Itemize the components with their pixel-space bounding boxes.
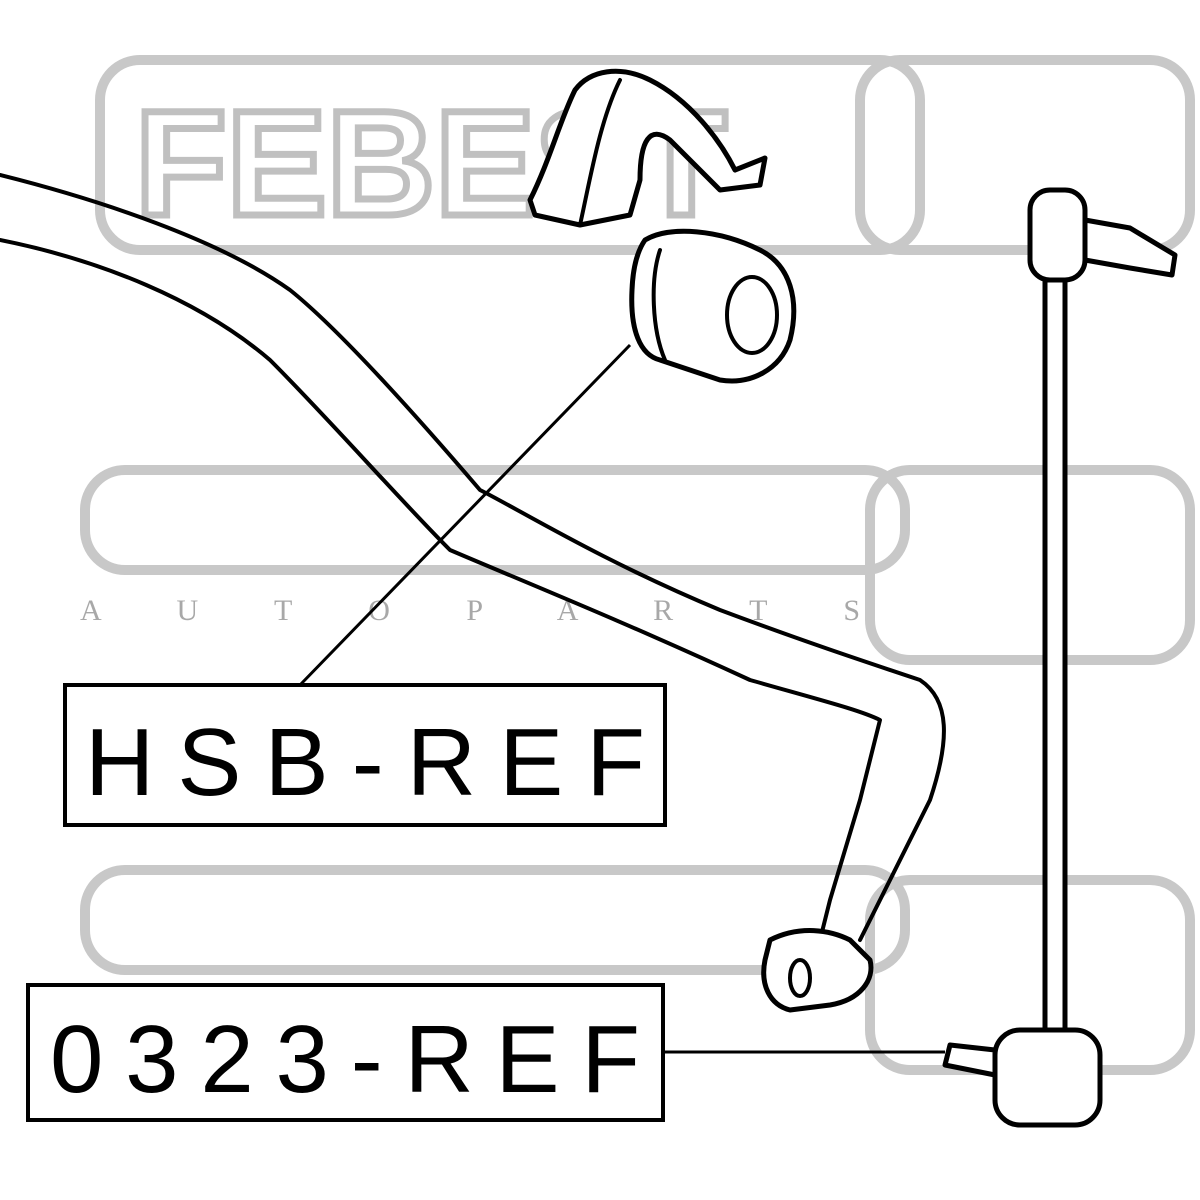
watermark-logo-frame xyxy=(95,55,925,255)
watermark-layer: FEBEST A U T O P A R T S xyxy=(80,55,1195,1075)
stabilizer-bushing xyxy=(629,228,797,384)
label-bushing-text: HSB-REF xyxy=(85,709,645,816)
stabilizer-bar xyxy=(0,173,946,1013)
stabilizer-link xyxy=(942,187,1178,1128)
label-link: 0323-REF xyxy=(26,983,665,1122)
bushing-bracket xyxy=(527,68,768,228)
watermark-logo-frame xyxy=(855,55,1195,255)
watermark-sub: A U T O P A R T S xyxy=(80,594,860,627)
label-bushing: HSB-REF xyxy=(63,683,667,827)
watermark-logo-frame xyxy=(80,865,910,975)
leader-line-bushing xyxy=(298,343,632,687)
watermark-logo-frame xyxy=(865,465,1195,665)
bar-end-eye xyxy=(761,928,874,1013)
